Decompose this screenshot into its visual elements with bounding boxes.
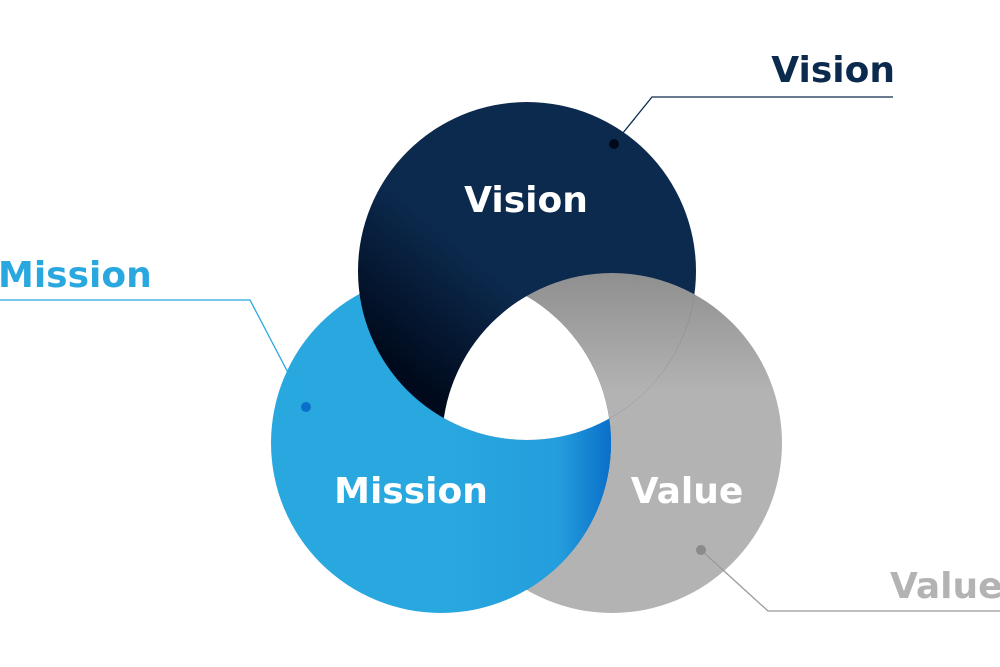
vision-callout-dot [609, 139, 619, 149]
value-circle-label: Value [631, 471, 744, 512]
mission-callout-label: Mission [0, 255, 152, 296]
mission-callout-line [0, 299, 307, 408]
value-callout-dot [696, 545, 706, 555]
value-callout-line [700, 549, 1000, 612]
vision-callout-line [613, 96, 893, 145]
mission-callout-dot [301, 402, 311, 412]
mission-circle-label: Mission [334, 471, 488, 512]
vision-over-mission [358, 273, 611, 440]
value-callout-label: Value [890, 566, 1000, 607]
vision-callout-label: Vision [771, 50, 895, 91]
vision-circle-label: Vision [464, 180, 588, 221]
